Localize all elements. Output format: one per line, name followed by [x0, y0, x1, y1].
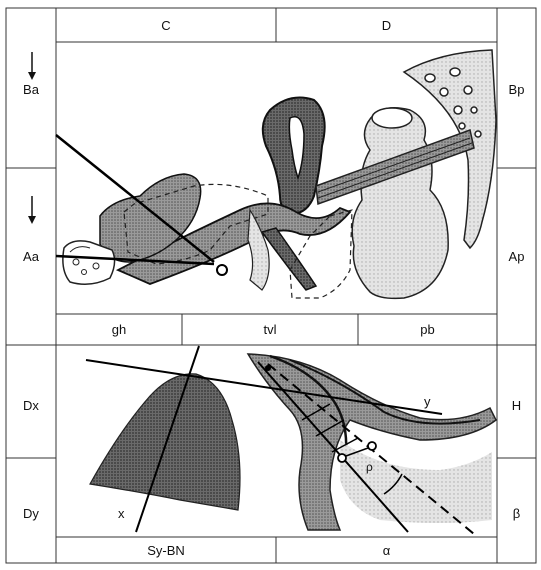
label-dy: Dy: [6, 506, 56, 521]
label-tvl: tvl: [182, 322, 358, 337]
label-h: H: [497, 398, 536, 413]
down-arrow-ba: [28, 52, 36, 80]
label-alpha: α: [276, 543, 497, 558]
label-ba: Ba: [6, 82, 56, 97]
sagittal-pelvis-drawing: [56, 50, 496, 298]
label-ap: Ap: [497, 249, 536, 264]
label-gh: gh: [56, 322, 182, 337]
label-d: D: [276, 18, 497, 33]
label-x: x: [118, 506, 125, 521]
label-bp: Bp: [497, 82, 536, 97]
label-y: y: [424, 394, 431, 409]
pubic-bone-detail: [90, 374, 240, 510]
label-sy-bn: Sy-BN: [56, 543, 276, 558]
detail-drawing: [86, 346, 496, 534]
label-dx: Dx: [6, 398, 56, 413]
down-arrow-aa: [28, 196, 36, 224]
label-aa: Aa: [6, 249, 56, 264]
rectum-shape: [352, 108, 448, 299]
label-pb: pb: [358, 322, 497, 337]
label-rho: ρ: [366, 460, 373, 474]
label-beta: β: [497, 506, 536, 521]
label-c: C: [56, 18, 276, 33]
